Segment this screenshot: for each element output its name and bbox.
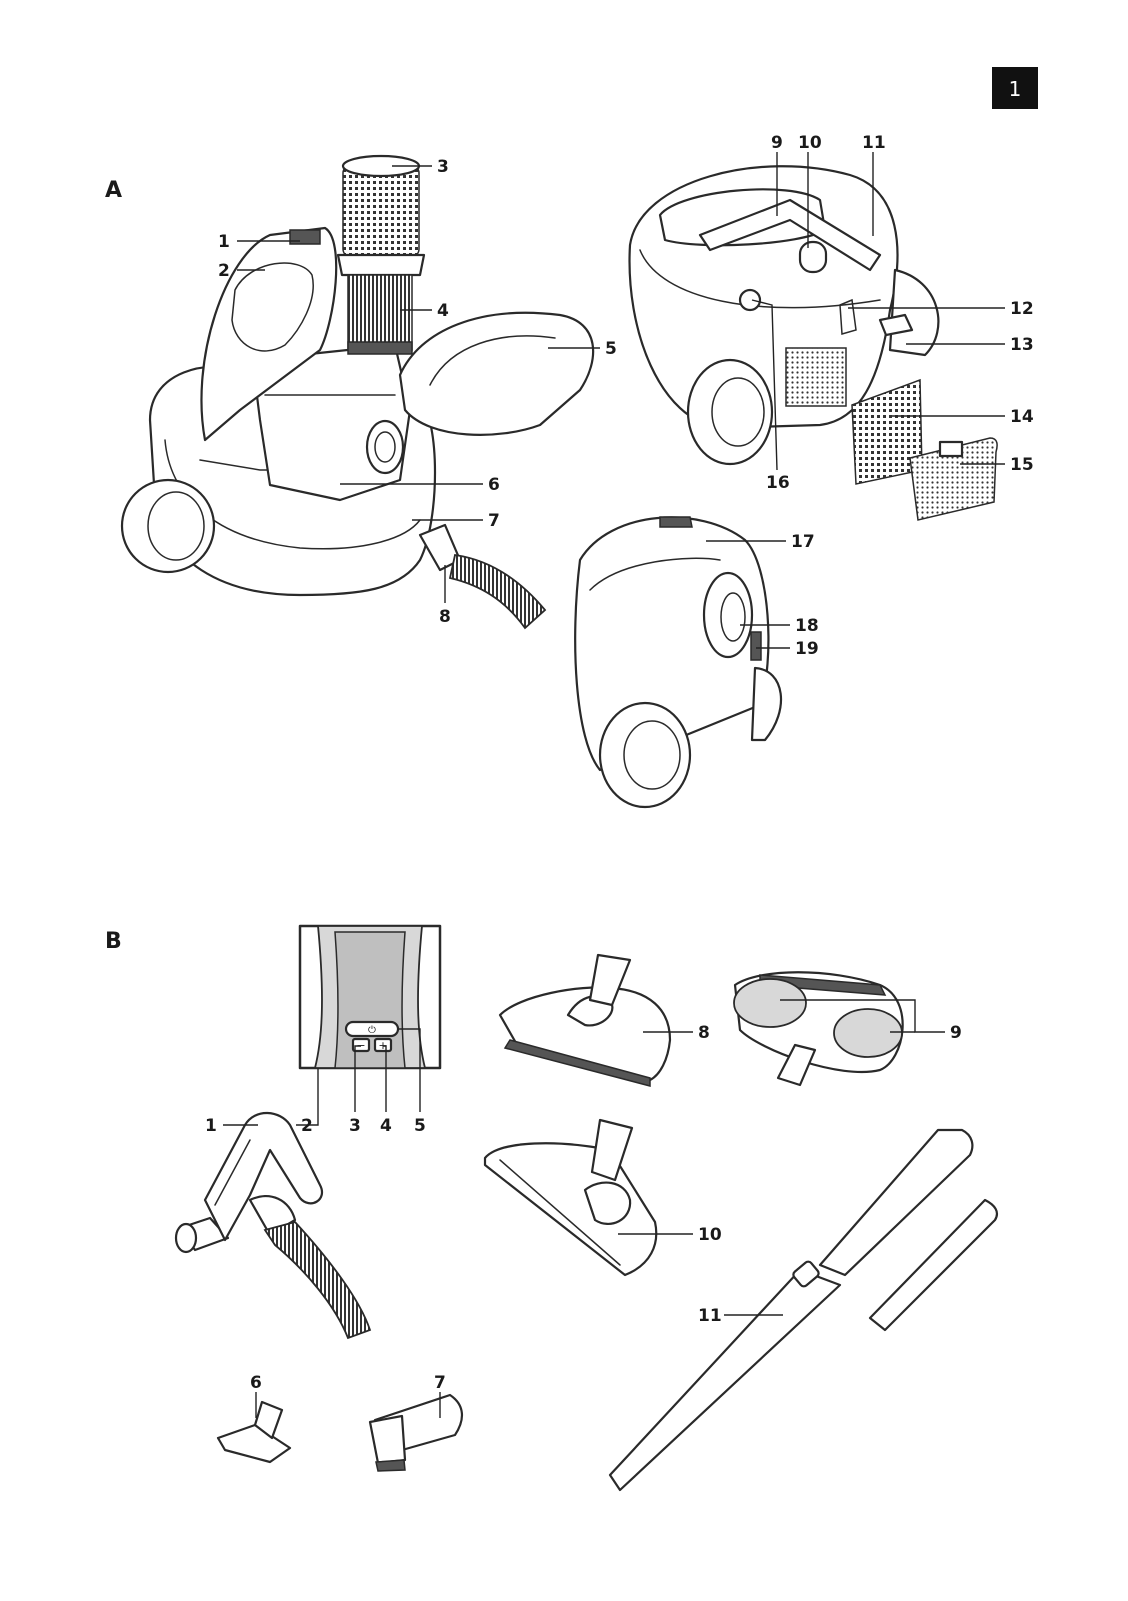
- floor-nozzle-8-illustration: [498, 953, 672, 1087]
- label-a-2: 2: [218, 261, 230, 281]
- section-b-label: B: [105, 929, 122, 954]
- label-a-9: 9: [771, 133, 783, 153]
- label-b-4: 4: [380, 1116, 392, 1136]
- parquet-nozzle-9-illustration: [733, 971, 904, 1087]
- label-a-15: 15: [1010, 455, 1034, 475]
- label-b-10: 10: [698, 1225, 722, 1245]
- floor-nozzle-10-illustration: [483, 1118, 658, 1277]
- label-a-14: 14: [1010, 407, 1034, 427]
- handle-hose-illustration: [174, 1111, 372, 1340]
- handle-control-panel-inset: ⏻ − +: [298, 924, 442, 1070]
- label-a-13: 13: [1010, 335, 1034, 355]
- label-a-4: 4: [437, 301, 449, 321]
- label-b-6: 6: [250, 1373, 262, 1393]
- label-a-7: 7: [488, 511, 500, 531]
- label-a-6: 6: [488, 475, 500, 495]
- label-b-8: 8: [698, 1023, 710, 1043]
- label-b-9: 9: [950, 1023, 962, 1043]
- vacuum-side-illustration: [574, 516, 783, 809]
- label-a-12: 12: [1010, 299, 1034, 319]
- label-b-2: 2: [301, 1116, 313, 1136]
- label-a-11: 11: [862, 133, 886, 153]
- page-number-tab: 1: [992, 67, 1038, 109]
- labels-b: 1 2 3 4 5 6 7 8 9 10 11: [205, 1023, 962, 1393]
- telescopic-tube-illustration: [608, 1128, 999, 1492]
- label-a-18: 18: [795, 616, 819, 636]
- power-symbol: ⏻: [368, 1025, 376, 1036]
- label-a-8: 8: [439, 607, 451, 627]
- label-a-1: 1: [218, 232, 230, 252]
- dusting-brush-7-illustration: [368, 1393, 463, 1472]
- section-a-label: A: [105, 178, 122, 203]
- vacuum-open-illustration: [120, 154, 595, 630]
- labels-a: 3 1 2 4 5 6 7 8 9 10 11 12 13 14 15 16 1…: [218, 133, 1034, 659]
- label-b-1: 1: [205, 1116, 217, 1136]
- label-b-7: 7: [434, 1373, 446, 1393]
- label-a-10: 10: [798, 133, 822, 153]
- crevice-tool-6-illustration: [216, 1400, 292, 1464]
- callout-lines-a: [237, 152, 1005, 649]
- label-a-3: 3: [437, 157, 449, 177]
- label-b-5: 5: [414, 1116, 426, 1136]
- label-b-3: 3: [349, 1116, 361, 1136]
- label-a-5: 5: [605, 339, 617, 359]
- vacuum-top-illustration: [628, 165, 940, 466]
- page-number: 1: [1009, 77, 1022, 101]
- label-b-11: 11: [698, 1306, 722, 1326]
- callout-lines-b: [223, 999, 945, 1418]
- label-a-16: 16: [766, 473, 790, 493]
- label-a-19: 19: [795, 639, 819, 659]
- label-a-17: 17: [791, 532, 815, 552]
- exhaust-filters-illustration: [851, 378, 998, 521]
